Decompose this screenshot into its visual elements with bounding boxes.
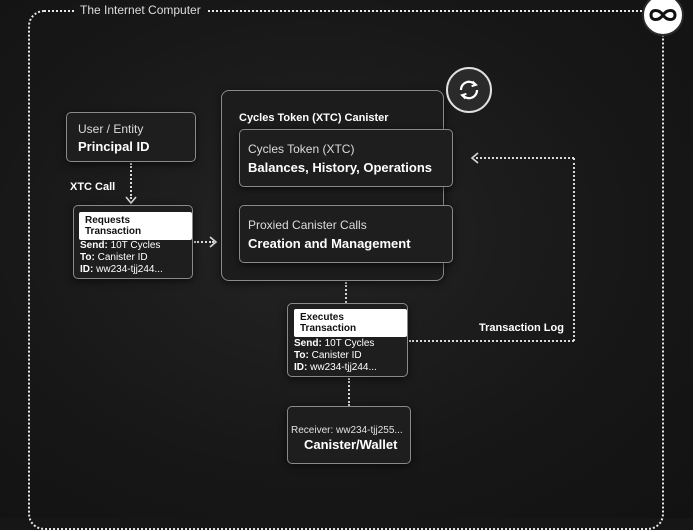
- execute-to-key: To:: [294, 350, 309, 361]
- receiver-box: Receiver: ww234-tjj255... Canister/Walle…: [287, 406, 411, 464]
- request-id-value: ww234-tjj244...: [96, 264, 163, 275]
- connector-log-horizontal: [409, 340, 574, 342]
- transaction-log-label: Transaction Log: [479, 322, 564, 334]
- request-id-key: ID:: [80, 264, 94, 275]
- arrow-left-icon: [470, 152, 479, 164]
- cycles-token-label: Cycles Token (XTC): [248, 142, 355, 156]
- request-to-line: To: Canister ID: [80, 252, 148, 263]
- cycles-token-block: Cycles Token (XTC) Balances, History, Op…: [239, 129, 453, 187]
- request-send-key: Send:: [80, 240, 108, 251]
- request-send-value: 10T Cycles: [110, 240, 161, 251]
- proxied-canister-calls-label: Proxied Canister Calls: [248, 218, 367, 232]
- execute-send-line: Send: 10T Cycles: [294, 338, 374, 349]
- connector-user-to-request: [130, 163, 132, 199]
- request-send-line: Send: 10T Cycles: [80, 240, 160, 251]
- execute-id-key: ID:: [294, 362, 308, 373]
- principal-id-label: Principal ID: [78, 139, 150, 154]
- execute-to-value: Canister ID: [311, 350, 362, 361]
- arrow-down-icon: [125, 196, 137, 205]
- canister-wallet-label: Canister/Wallet: [304, 437, 398, 452]
- connector-execute-to-receiver: [348, 378, 350, 406]
- execute-transaction-box: Executes Transaction Send: 10T Cycles To…: [287, 303, 408, 377]
- cycle-arrows-icon: [446, 67, 492, 113]
- request-to-key: To:: [80, 252, 95, 263]
- boundary-title: The Internet Computer: [74, 4, 207, 16]
- canister-title: Cycles Token (XTC) Canister: [239, 112, 389, 124]
- request-transaction-box: Requests Transaction Send: 10T Cycles To…: [73, 205, 193, 279]
- connector-log-vertical: [573, 158, 575, 341]
- requests-transaction-tag: Requests Transaction: [79, 212, 192, 240]
- balances-history-operations-label: Balances, History, Operations: [248, 160, 432, 175]
- execute-send-value: 10T Cycles: [324, 338, 375, 349]
- execute-id-line: ID: ww234-tjj244...: [294, 362, 377, 373]
- execute-to-line: To: Canister ID: [294, 350, 362, 361]
- execute-send-key: Send:: [294, 338, 322, 349]
- user-entity-box: User / Entity Principal ID: [66, 112, 196, 162]
- user-entity-label: User / Entity: [78, 122, 144, 136]
- xtc-call-label: XTC Call: [70, 181, 116, 193]
- request-id-line: ID: ww234-tjj244...: [80, 264, 163, 275]
- receiver-id-label: Receiver: ww234-tjj255...: [291, 425, 403, 436]
- execute-id-value: ww234-tjj244...: [310, 362, 377, 373]
- executes-transaction-tag: Executes Transaction: [294, 309, 407, 337]
- arrow-right-icon: [209, 236, 218, 248]
- infinity-icon: [642, 0, 684, 36]
- connector-request-to-canister: [194, 241, 214, 243]
- connector-canister-to-execute: [345, 282, 347, 303]
- creation-management-label: Creation and Management: [248, 236, 411, 251]
- proxied-calls-block: Proxied Canister Calls Creation and Mana…: [239, 205, 453, 263]
- connector-log-top: [476, 157, 574, 159]
- request-to-value: Canister ID: [97, 252, 148, 263]
